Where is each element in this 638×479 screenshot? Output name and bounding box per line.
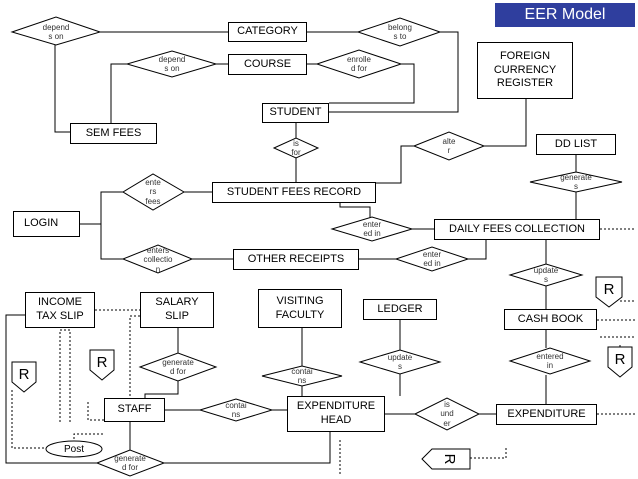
diamond-enters-fees xyxy=(122,173,185,211)
rel-is-under: is und er xyxy=(440,400,454,428)
r-marker-shapes xyxy=(11,276,633,470)
r-marker-label-4: R xyxy=(614,350,626,368)
entity-course: COURSE xyxy=(228,54,307,75)
diamond-contains-1 xyxy=(261,365,343,387)
rel-alter: alte r xyxy=(442,136,456,155)
dashed-lines xyxy=(11,228,636,476)
entity-login: LOGIN xyxy=(13,211,80,237)
diamond-entered-in-2 xyxy=(394,246,470,272)
rel-is-for: is for xyxy=(291,138,301,157)
rel-updates-1: update s xyxy=(533,265,559,284)
entity-salary-slip: SALARY SLIP xyxy=(140,292,214,328)
diamond-enrolled-for xyxy=(315,49,403,79)
entity-expenditure-head: EXPENDITURE HEAD xyxy=(287,396,385,432)
r-marker-3 xyxy=(595,276,623,308)
diamond-entered-in-3 xyxy=(508,347,592,375)
r-marker-label-3: R xyxy=(603,280,615,298)
diamond-updates-1 xyxy=(508,263,584,287)
r-marker-label-5: R xyxy=(441,453,459,465)
diamond-enters-collection xyxy=(121,244,194,274)
diamond-generated-for-1 xyxy=(138,352,218,382)
rel-belongs-to: belong s to xyxy=(387,22,413,41)
entity-visiting-faculty: VISITING FACULTY xyxy=(258,289,342,328)
entity-income-tax-slip: INCOME TAX SLIP xyxy=(25,292,95,328)
entity-expenditure: EXPENDITURE xyxy=(496,404,597,425)
r-marker-label-2: R xyxy=(96,353,108,371)
rel-enters-collection: enters collectio n xyxy=(143,246,173,274)
r-marker-1 xyxy=(11,361,37,393)
attribute-post: Post xyxy=(63,443,84,455)
rel-entered-in-3: entered in xyxy=(536,351,564,370)
diamond-contains-2 xyxy=(198,398,274,422)
entity-category: CATEGORY xyxy=(228,22,307,42)
rel-generated-for-2: generate d for xyxy=(114,453,146,472)
rel-enrolled-for: enrolle d for xyxy=(346,54,371,73)
diamond-generated-for-2 xyxy=(95,449,166,477)
rel-generated-for-1: generate d for xyxy=(162,357,194,376)
entity-daily-fees-collection: DAILY FEES COLLECTION xyxy=(434,219,600,240)
entity-foreign-currency-register: FOREIGN CURRENCY REGISTER xyxy=(477,42,573,99)
diamond-is-under xyxy=(413,397,481,431)
rel-entered-in-2: enter ed in xyxy=(422,249,442,268)
entity-staff: STAFF xyxy=(104,398,165,422)
r-marker-2 xyxy=(89,349,115,381)
rel-enters-fees: ente rs fees xyxy=(145,178,161,206)
diamond-entered-in-1 xyxy=(330,216,414,242)
rel-contains-2: contai ns xyxy=(225,400,247,419)
connector-lines xyxy=(5,31,577,464)
rel-contains-1: contai ns xyxy=(291,366,313,385)
diamond-alter xyxy=(412,131,486,161)
page-title: EER Model xyxy=(495,3,635,27)
rel-generates-1: generate s xyxy=(560,172,592,191)
rel-depends-on-1: depend s on xyxy=(42,22,70,41)
entity-ledger: LEDGER xyxy=(363,299,437,320)
entity-student: STUDENT xyxy=(262,103,329,123)
diamond-depends-on-2 xyxy=(125,50,218,78)
diamond-depends-on-1 xyxy=(10,16,102,46)
entity-student-fees-record: STUDENT FEES RECORD xyxy=(212,182,376,203)
rel-updates-2: update s xyxy=(387,352,413,371)
r-marker-4 xyxy=(607,346,633,378)
rel-depends-on-2: depend s on xyxy=(158,54,186,73)
entity-dd-list: DD LIST xyxy=(536,134,616,155)
r-marker-label-1: R xyxy=(18,365,30,383)
entity-sem-fees: SEM FEES xyxy=(70,123,157,144)
diamond-is-for xyxy=(272,137,320,159)
rel-entered-in-1: enter ed in xyxy=(362,219,382,238)
diamond-generates-1 xyxy=(529,171,623,193)
entity-cash-book: CASH BOOK xyxy=(504,309,597,330)
r-marker-5 xyxy=(421,448,471,470)
attribute-post-ellipse xyxy=(45,440,103,458)
entity-other-receipts: OTHER RECEIPTS xyxy=(233,249,359,270)
relationship-diamonds xyxy=(10,16,623,477)
diamond-belongs-to xyxy=(356,17,442,47)
diamond-updates-2 xyxy=(358,349,442,375)
